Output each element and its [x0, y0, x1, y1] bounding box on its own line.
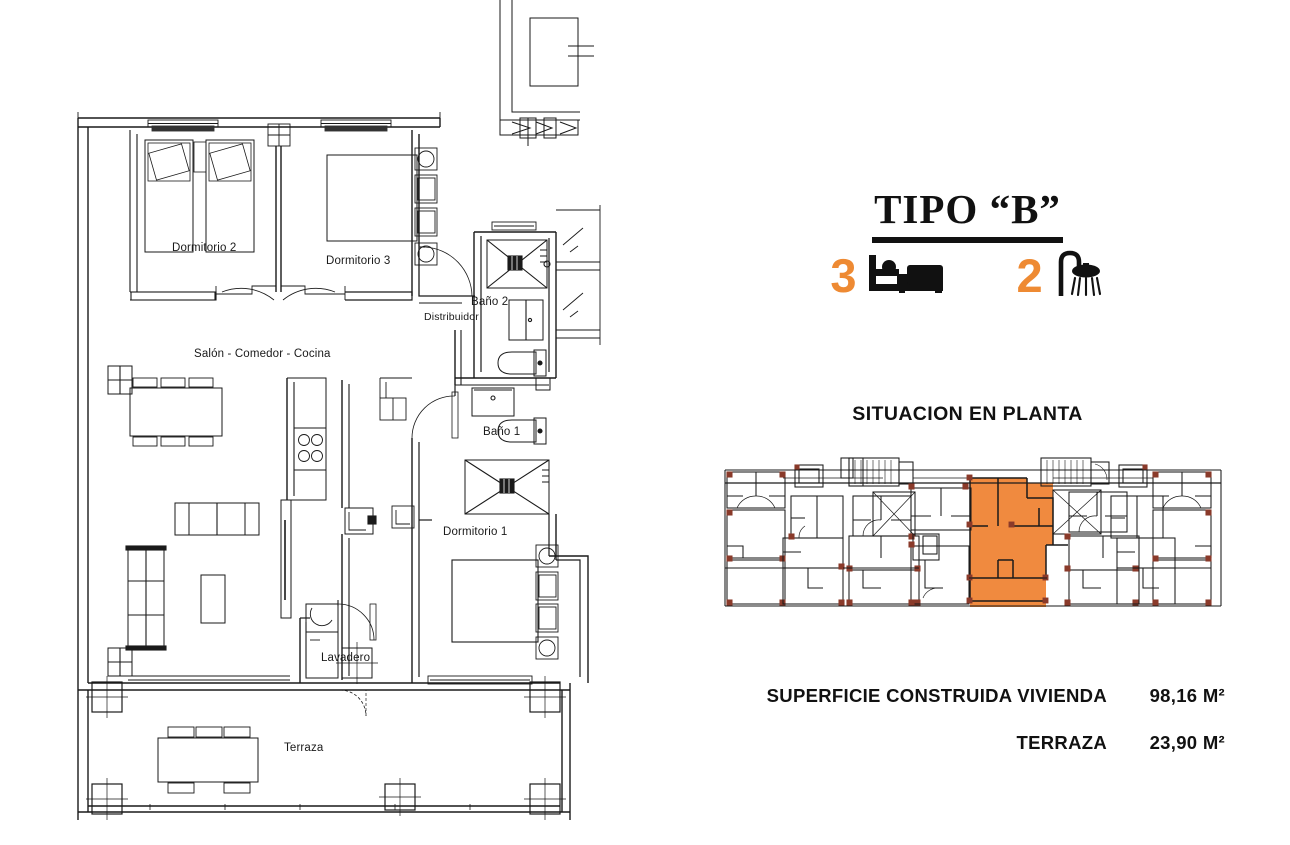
main-floor-plan: Dormitorio 2 Dormitorio 3 Distribuidor B… [0, 0, 645, 840]
room-label-lavadero: Lavadero [321, 652, 371, 664]
bed-icon [868, 253, 943, 298]
room-label-distribuidor: Distribuidor [424, 311, 479, 323]
area-summary: SUPERFICIE CONSTRUIDA VIVIENDA 98,16 M² … [645, 685, 1290, 779]
type-title-text: TIPO “B” [872, 185, 1063, 243]
area-value-vivienda: 98,16 M² [1149, 685, 1225, 706]
room-lavadero [299, 380, 378, 684]
room-bano-2 [473, 221, 557, 391]
room-label-dormitorio-1: Dormitorio 1 [443, 526, 508, 538]
area-value-terraza: 23,90 M² [1149, 732, 1225, 753]
mini-unit-1 [726, 471, 786, 606]
bathrooms-feature: 2 [1017, 248, 1105, 303]
room-label-bano-2: Baño 2 [471, 296, 509, 308]
feature-row: 3 [645, 248, 1290, 303]
mini-unit-highlighted-walls [969, 477, 1068, 602]
room-label-dormitorio-2: Dormitorio 2 [172, 242, 237, 254]
building-outline [77, 117, 571, 820]
area-label-vivienda: SUPERFICIE CONSTRUIDA VIVIENDA [766, 685, 1107, 706]
mini-unit-2 [782, 495, 845, 606]
room-dormitorio-1 [411, 438, 589, 685]
area-row: SUPERFICIE CONSTRUIDA VIVIENDA 98,16 M² [645, 685, 1290, 707]
bathrooms-count: 2 [1016, 249, 1043, 302]
mini-stairwell-left [840, 457, 914, 487]
mini-unit-6 [1110, 495, 1176, 605]
wall-bedroom-divider [275, 146, 282, 292]
room-salon-comedor-cocina [107, 365, 327, 681]
mini-terraces [725, 567, 1211, 579]
adjacent-unit-top [499, 0, 594, 146]
mini-plan-drawing [724, 457, 1222, 607]
room-dormitorio-2 [129, 130, 255, 301]
bedrooms-count: 3 [830, 249, 857, 302]
shower-icon [1055, 248, 1105, 303]
room-label-terraza: Terraza [284, 742, 324, 754]
room-label-dormitorio-3: Dormitorio 3 [326, 255, 391, 267]
mini-unit-7 [1152, 471, 1212, 606]
situation-mini-plan [713, 448, 1233, 616]
mini-stairwell-right [1040, 457, 1110, 487]
misc-wall-details [77, 112, 441, 529]
area-label-terraza: TERRAZA [1016, 732, 1107, 753]
situation-title: SITUACION EN PLANTA [852, 403, 1083, 425]
bedrooms-feature: 3 [830, 249, 943, 302]
mini-unit-5 [1052, 489, 1140, 606]
room-label-bano-1: Baño 1 [483, 426, 521, 438]
exterior-right-details [556, 205, 601, 345]
room-bano-1 [411, 330, 556, 515]
mini-unit-3 [846, 491, 921, 606]
double-door-dormitorio2 [215, 285, 346, 301]
room-terraza [86, 676, 566, 820]
room-label-salon: Salón - Comedor - Cocina [194, 348, 331, 360]
area-row: TERRAZA 23,90 M² [645, 732, 1290, 754]
page-title: TIPO “B” [645, 185, 1290, 243]
room-distribuidor [418, 246, 475, 304]
info-panel: TIPO “B” 3 [645, 0, 1290, 840]
mini-unit-4 [908, 483, 972, 606]
highlighted-unit [970, 478, 1053, 607]
mini-lift-right [1118, 464, 1148, 488]
main-floor-plan-drawing [77, 0, 601, 820]
room-dormitorio-3 [326, 130, 438, 301]
windows-top [147, 119, 392, 147]
mini-lift-left [794, 464, 824, 488]
